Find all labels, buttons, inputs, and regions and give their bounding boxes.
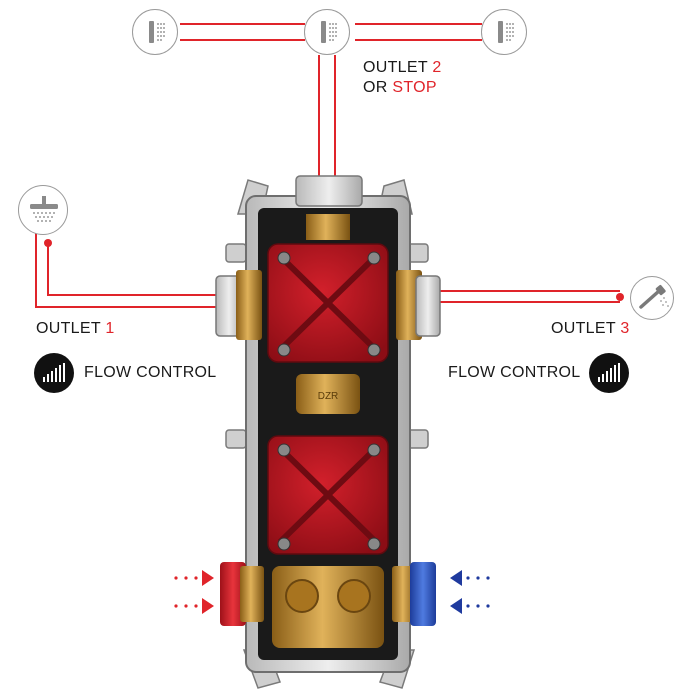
outlet-1-number: 1 — [105, 320, 115, 337]
pipe-outlet1-inner — [47, 243, 230, 296]
outlet-2-label: OUTLET 2 OR STOP — [363, 58, 442, 98]
outlet-1-label: OUTLET 1 — [36, 320, 115, 338]
bottom-port-right — [337, 579, 371, 613]
top-brass-port — [306, 214, 350, 240]
upper-cartridge-cover — [267, 243, 389, 363]
flow-control-right-label: FLOW CONTROL — [448, 364, 581, 381]
pipe-dot-outlet1 — [44, 239, 52, 247]
right-outlet-collar — [415, 275, 441, 337]
outlet-3-label: OUTLET 3 — [551, 320, 630, 338]
lower-cartridge-cover — [267, 435, 389, 555]
bottom-brass-body — [272, 566, 384, 648]
hot-inlet-brass — [240, 566, 264, 622]
hot-inlet-arrows — [174, 570, 214, 614]
cold-inlet-arrows — [450, 570, 490, 614]
bottom-port-left — [285, 579, 319, 613]
pipe-dot-outlet3 — [616, 293, 624, 301]
outlet-2-stop: STOP — [392, 79, 437, 96]
hot-arrow-upper — [202, 570, 214, 586]
outlet-1-prefix: OUTLET — [36, 320, 106, 337]
outlet-2-or: OR — [363, 79, 393, 96]
pipes — [35, 23, 620, 308]
cold-arrow-lower — [450, 598, 462, 614]
shower-head-side-icon — [304, 9, 350, 55]
left-brass-port — [236, 270, 262, 340]
hand-shower-icon — [630, 276, 674, 320]
hot-inlet-cap — [220, 562, 246, 626]
rain-shower-head-icon — [18, 185, 68, 235]
cold-inlet-cap — [410, 562, 436, 626]
mount-tab-left-mid — [225, 429, 247, 449]
outlet-2-prefix: OUTLET — [363, 59, 433, 76]
middle-brass-block — [296, 374, 360, 414]
valve-body: DZR — [215, 175, 441, 689]
outlet-3-number: 3 — [620, 320, 630, 337]
top-outlet-collar — [295, 175, 363, 207]
mount-tab-left-upper — [225, 243, 247, 263]
hot-arrow-lower — [202, 598, 214, 614]
brass-block-mark: DZR — [318, 391, 339, 402]
flow-control-bars-icon — [589, 353, 629, 393]
shower-head-side-icon — [481, 9, 527, 55]
outlet-3-prefix: OUTLET — [551, 320, 621, 337]
pipe-outlet1-outer — [35, 232, 230, 308]
flow-control-bars-icon — [34, 353, 74, 393]
flow-control-left-label: FLOW CONTROL — [84, 364, 217, 381]
cold-arrow-upper — [450, 570, 462, 586]
outlet-2-number: 2 — [432, 59, 442, 76]
shower-head-side-icon — [132, 9, 178, 55]
